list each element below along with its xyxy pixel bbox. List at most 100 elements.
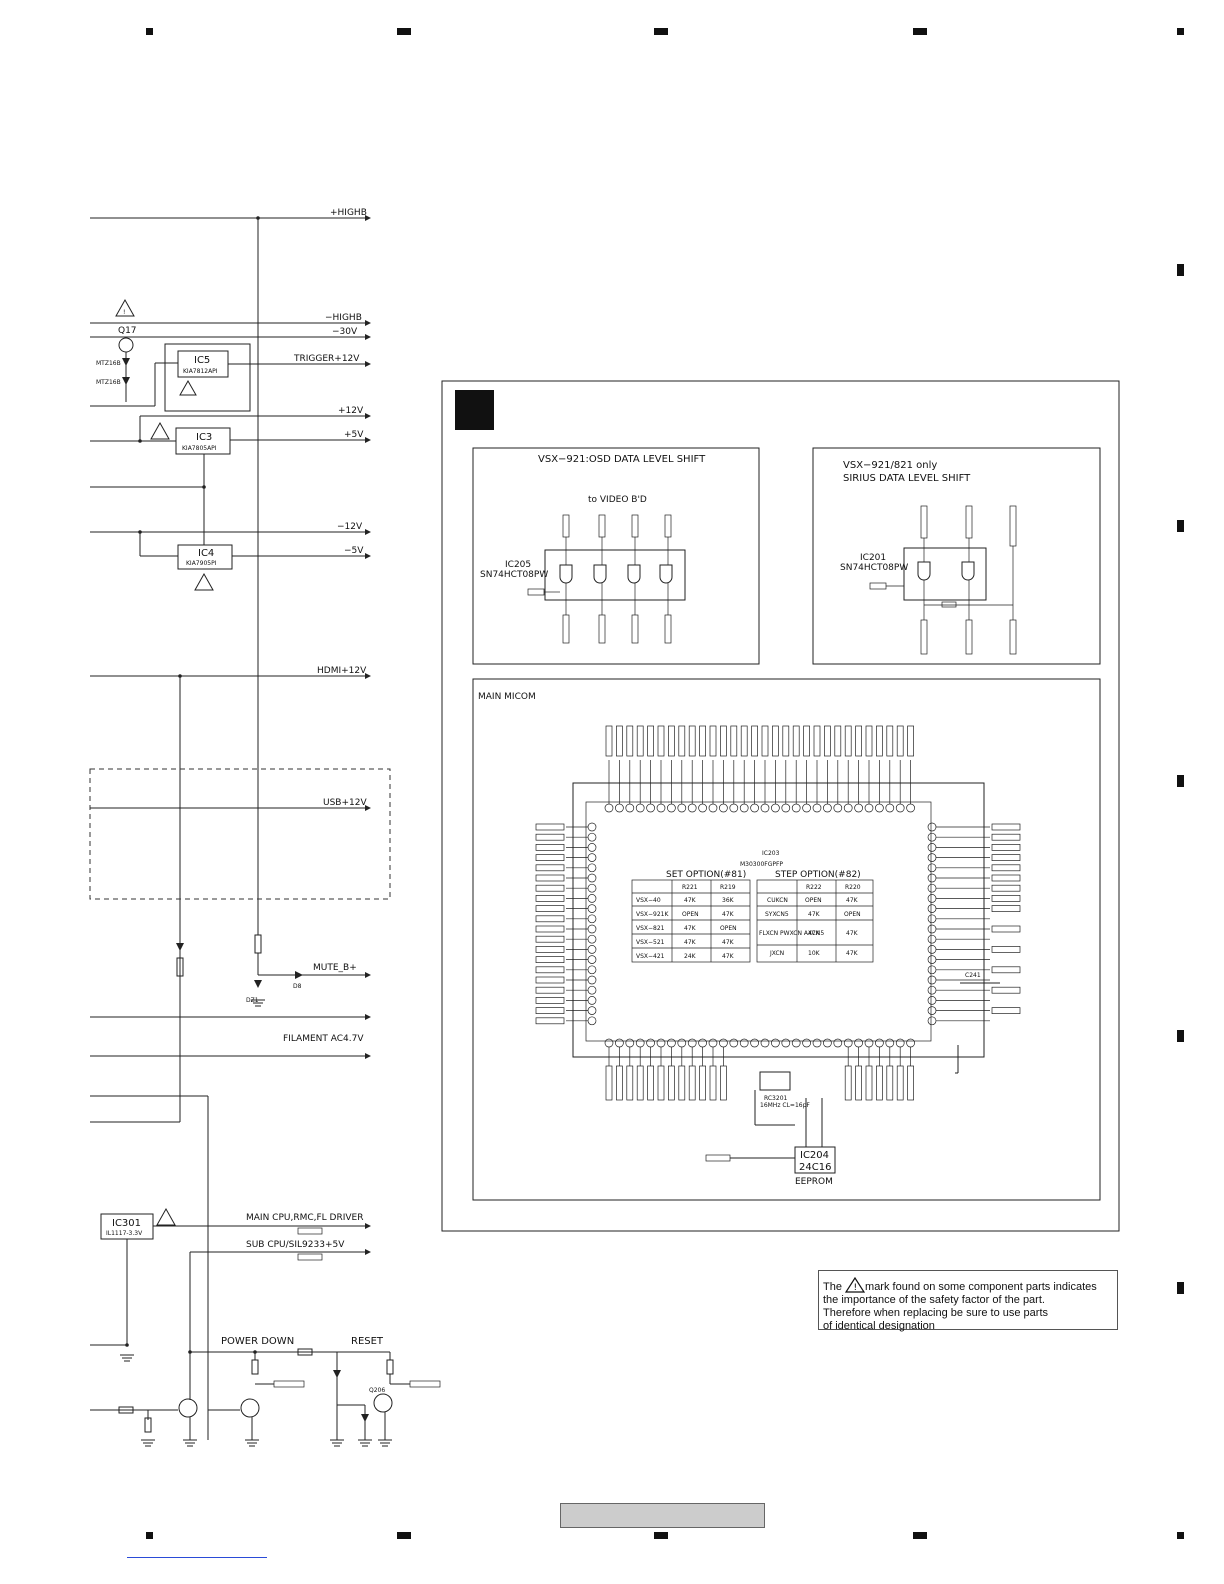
pin-marker <box>625 1038 635 1048</box>
crystal-rc3201 <box>759 1071 791 1091</box>
pin-marker <box>802 1038 811 1048</box>
signal-tag <box>535 895 565 902</box>
safety-note: The !mark found on some component parts … <box>818 1270 1118 1332</box>
pin-marker <box>604 1038 614 1048</box>
pin-marker <box>927 934 937 944</box>
signal-tag <box>605 1065 613 1101</box>
sirius-title-1: VSX−921/821 only <box>843 460 937 471</box>
rail-label-usb: USB+12V <box>323 798 367 808</box>
pin-marker <box>729 803 739 813</box>
pin-marker <box>927 914 937 924</box>
ic201-body <box>903 547 987 601</box>
power-down-label: POWER DOWN <box>221 1336 294 1347</box>
signal-tag <box>605 725 613 757</box>
pin-marker <box>687 803 697 813</box>
set-h1: R221 <box>682 884 698 891</box>
step-r1c2: 47K <box>846 897 859 904</box>
step-h2: R220 <box>845 884 861 891</box>
d8-diode <box>295 971 303 979</box>
signal-tag <box>535 946 565 953</box>
signal-tag <box>647 1065 654 1101</box>
pin-marker <box>656 803 666 813</box>
signal-tag <box>991 854 1021 861</box>
signal-tag <box>699 725 706 757</box>
pin-marker <box>587 883 597 893</box>
pin-marker <box>895 803 905 813</box>
signal-tag <box>876 725 883 757</box>
pin-marker <box>698 803 707 813</box>
signal-tag <box>699 1065 706 1101</box>
pin-marker <box>587 822 597 832</box>
signal-tag <box>535 833 565 841</box>
page-footer-box <box>560 1503 765 1528</box>
eeprom-label: EEPROM <box>795 1177 833 1187</box>
note-line1a: The <box>823 1281 842 1293</box>
ic201-signal-tags <box>869 505 1017 655</box>
step-r3c2: 47K <box>846 930 859 937</box>
set-option-table: R221 R219 VSX−40 47K 36K VSX−921K OPEN 4… <box>631 879 751 963</box>
pin-marker <box>615 1038 624 1048</box>
q17-transistor <box>118 337 134 353</box>
micom-top-pins <box>604 725 915 813</box>
pin-marker <box>719 803 728 813</box>
signal-tag <box>636 725 644 757</box>
ic4-regulator <box>177 544 233 570</box>
step-r2c2: OPEN <box>844 911 861 918</box>
ic203-label: IC203 <box>762 850 780 857</box>
pin-marker <box>587 1016 597 1026</box>
signal-tag <box>688 725 696 757</box>
signal-tag <box>991 905 1021 912</box>
pin-marker <box>833 1038 843 1048</box>
signal-tag <box>991 874 1021 882</box>
osd-level-shift-box <box>472 447 760 665</box>
q206-label: Q206 <box>369 1387 385 1394</box>
signal-tag <box>688 1065 696 1101</box>
signal-tag <box>535 986 565 994</box>
rail-label-filament: FILAMENT AC4.7V <box>283 1034 364 1044</box>
pin-marker <box>927 873 937 883</box>
registration-marks <box>146 28 1184 1539</box>
pin-marker <box>615 803 624 813</box>
signal-tag <box>803 725 810 757</box>
signal-tag <box>535 956 565 963</box>
signal-tag <box>535 864 565 872</box>
pin-marker <box>927 955 937 964</box>
step-r4c2: 47K <box>846 950 859 957</box>
signal-tag <box>535 905 565 912</box>
pin-marker <box>739 1038 749 1048</box>
rail-label-p5: +5V <box>344 430 364 440</box>
footer-link-line[interactable] <box>127 1557 267 1558</box>
pin-marker <box>927 996 937 1005</box>
signal-tag <box>720 1065 727 1101</box>
ic205-gates <box>559 564 673 584</box>
pin-marker <box>587 832 597 842</box>
pin-marker <box>927 965 937 975</box>
osd-title: VSX−921:OSD DATA LEVEL SHIFT <box>538 454 706 465</box>
rail-label-sub-cpu: SUB CPU/SIL9233+5V <box>246 1240 345 1250</box>
pin-marker <box>635 803 645 813</box>
pin-marker <box>667 803 676 813</box>
set-r3c1: 47K <box>684 925 697 932</box>
signal-tag <box>907 1065 914 1101</box>
signal-tag <box>730 725 738 757</box>
pin-marker <box>667 1038 676 1048</box>
set-r3c0: VSX−821 <box>636 925 665 932</box>
signal-tag <box>535 874 565 882</box>
usb-dashed-region <box>89 768 391 900</box>
step-option-title: STEP OPTION(#82) <box>775 870 861 880</box>
rail-label-n5: −5V <box>344 546 364 556</box>
pin-marker <box>927 1016 937 1026</box>
signal-tag <box>740 725 748 757</box>
pin-marker <box>927 894 937 903</box>
pin-marker <box>587 853 597 862</box>
pin-marker <box>698 1038 707 1048</box>
step-option-table: R222 R220 CUKCN OPEN 47K SYXCN5 47K OPEN… <box>756 879 874 963</box>
signal-tag <box>535 915 565 923</box>
pin-marker <box>635 1038 645 1048</box>
pin-marker <box>781 1038 791 1048</box>
set-r1c1: 47K <box>684 897 697 904</box>
signal-tag <box>991 844 1021 851</box>
ic3-label: IC3 <box>196 432 212 443</box>
signal-tag <box>855 1065 862 1101</box>
pin-marker <box>587 975 597 985</box>
